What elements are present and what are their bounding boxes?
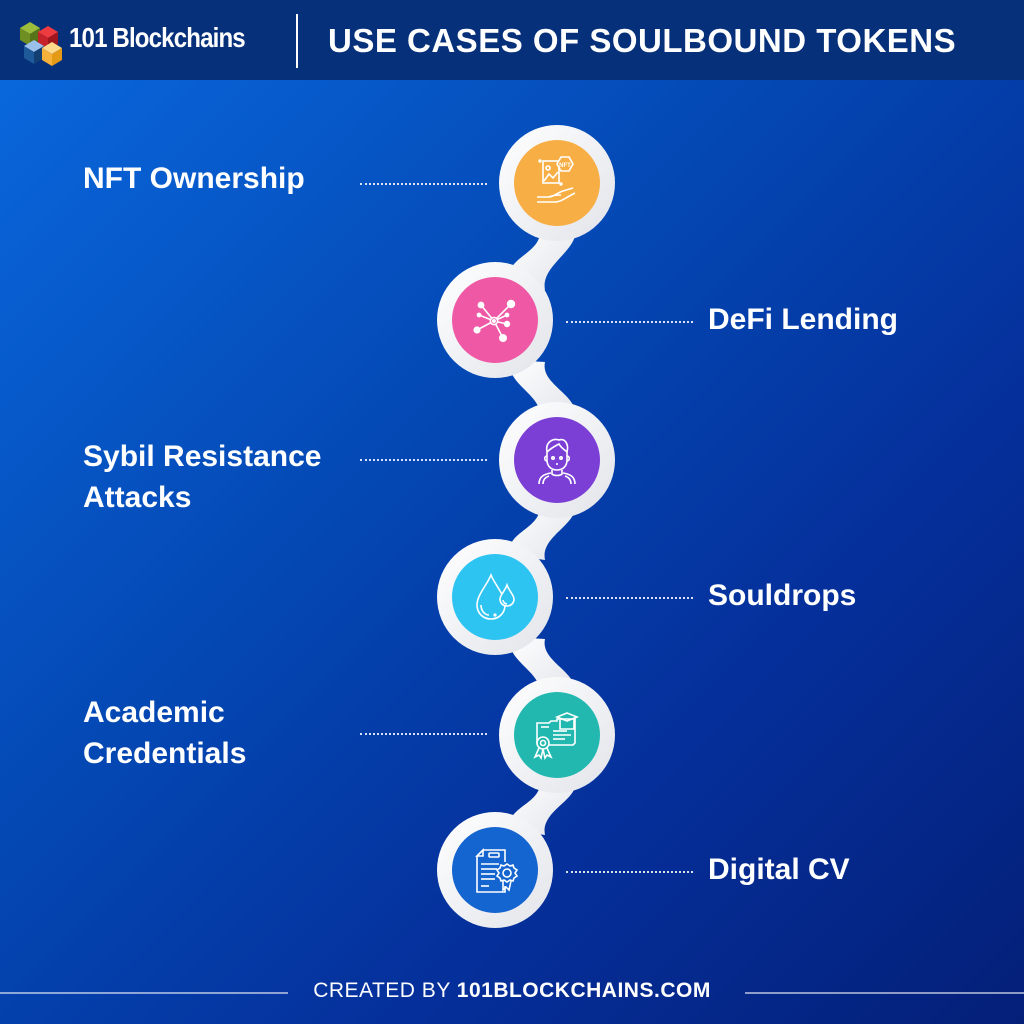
dotted-connector	[360, 183, 487, 185]
dotted-connector	[360, 459, 487, 461]
header-bar: 101 Blockchains USE CASES OF SOULBOUND T…	[0, 0, 1024, 80]
label-line: Attacks	[83, 481, 192, 514]
network-nodes-icon	[473, 299, 516, 342]
footer-site: 101BLOCKCHAINS.COM	[456, 979, 711, 1002]
water-drops-icon	[476, 572, 515, 620]
stacked-cubes-logo-icon	[20, 22, 62, 66]
certificate-graduation-icon	[533, 712, 580, 761]
label-digital-cv: Digital CV	[708, 853, 850, 886]
footer-line-left	[0, 992, 288, 994]
item-circle-souldrops	[452, 554, 538, 640]
document-badge-icon	[475, 848, 519, 893]
dotted-connector	[566, 871, 693, 873]
dotted-connector	[566, 597, 693, 599]
page-title: USE CASES OF SOULBOUND TOKENS	[328, 22, 957, 59]
footer-line-right	[745, 992, 1024, 994]
item-circle-defi	[452, 277, 538, 363]
person-icon	[538, 438, 576, 485]
item-circle-sybil	[514, 417, 600, 503]
nft-hand-icon: NFT	[537, 156, 576, 203]
item-circle-digital-cv	[452, 827, 538, 913]
label-souldrops: Souldrops	[708, 579, 857, 612]
footer-credit: CREATED BY 101BLOCKCHAINS.COM	[0, 979, 1024, 1003]
label-defi-lending: DeFi Lending	[708, 303, 898, 336]
label-line: Sybil Resistance	[83, 440, 322, 473]
item-circle-nft: NFT	[514, 140, 600, 226]
label-sybil-resistance: Sybil Resistance Attacks	[83, 436, 321, 518]
label-academic-credentials: Academic Credentials	[83, 692, 246, 774]
item-circle-academic	[514, 692, 600, 778]
header-divider	[296, 14, 298, 68]
footer-prefix: CREATED BY	[313, 979, 457, 1002]
label-line: Credentials	[83, 737, 247, 770]
label-nft-ownership: NFT Ownership	[83, 162, 305, 195]
label-line: Academic	[83, 696, 225, 729]
brand-name: 101 Blockchains	[69, 22, 246, 53]
dotted-connector	[566, 321, 693, 323]
dotted-connector	[360, 733, 487, 735]
svg-text:NFT: NFT	[559, 163, 571, 169]
